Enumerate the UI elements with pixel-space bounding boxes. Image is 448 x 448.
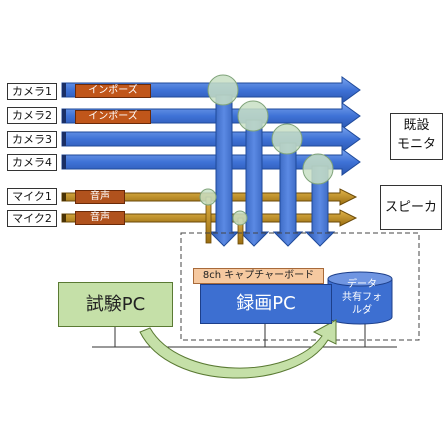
camera1-label: カメラ1 <box>7 83 57 100</box>
video-feeds <box>208 94 336 247</box>
data-transfer-arrow <box>139 319 337 379</box>
shared-folder-label: データ 共有フォ ルダ <box>332 278 392 317</box>
mic1-label: マイク1 <box>7 188 57 205</box>
capture-board-box: 8ch キャプチャーボード <box>193 268 324 284</box>
shared-folder-line3: ルダ <box>352 305 372 316</box>
camera2-label: カメラ2 <box>7 107 57 124</box>
tap-camera2 <box>237 100 269 132</box>
feed-camera1 <box>208 94 240 247</box>
inpose-tag-camera1: インポーズ <box>75 84 151 98</box>
tap-camera4 <box>302 153 334 185</box>
shared-folder-line1: データ <box>347 279 377 290</box>
camera4-label: カメラ4 <box>7 154 57 171</box>
feed-camera3 <box>272 142 304 247</box>
mic2-label: マイク2 <box>7 210 57 227</box>
test-pc-box: 試験PC <box>58 282 173 327</box>
monitor-line1: 既設 <box>403 118 430 133</box>
recording-pc-box: 録画PC <box>200 284 332 324</box>
audio-tag-mic2: 音声 <box>75 211 125 225</box>
camera3-label: カメラ3 <box>7 131 57 148</box>
shared-folder-line2: 共有フォ <box>342 292 382 303</box>
existing-monitor-box: 既設 モニタ <box>390 113 443 160</box>
tap-circles <box>199 74 334 226</box>
feed-camera2 <box>238 119 270 247</box>
audio-tag-mic1: 音声 <box>75 190 125 204</box>
speaker-box: スピーカ <box>380 185 442 230</box>
shared-folder-cylinder <box>327 271 393 325</box>
camera3-arrow <box>61 125 361 153</box>
monitor-line2: モニタ <box>396 137 436 152</box>
tap-camera1 <box>207 74 239 106</box>
tap-camera3 <box>271 123 303 155</box>
tap-mic1 <box>199 188 217 206</box>
recording-system-box <box>180 232 420 341</box>
tap-mic2 <box>232 210 248 226</box>
network-line <box>92 320 397 348</box>
inpose-tag-camera2: インポーズ <box>75 110 151 124</box>
